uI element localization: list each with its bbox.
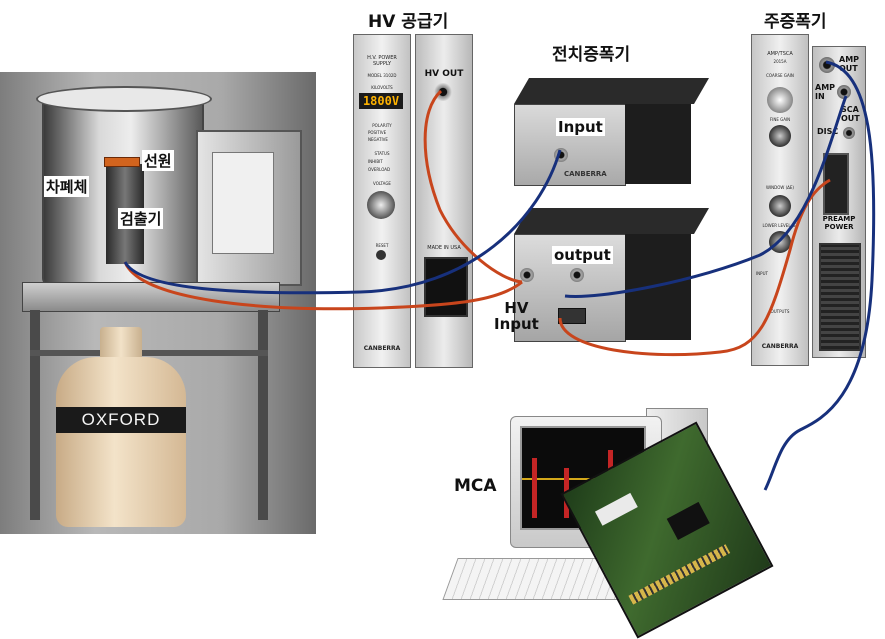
mca-label: MCA	[454, 476, 497, 496]
polarity-label: POLARITY	[372, 123, 392, 128]
amp-panel-model: 2015A	[773, 59, 787, 64]
stand-crossbar	[30, 350, 268, 356]
main-amp-rear: AMP OUT AMP IN SCA OUT DISC PREAMP POWER	[812, 46, 866, 358]
coarse-gain-label: COARSE GAIN	[766, 73, 794, 78]
preamp-hv-input-connector[interactable]	[520, 268, 534, 282]
fine-gain-knob[interactable]	[769, 125, 791, 147]
amp-out-label: AMP OUT	[839, 55, 860, 73]
preamp-power-label: PREAMP POWER	[822, 215, 856, 231]
inhibit-label: INHIBIT	[368, 159, 383, 164]
dewar-label-band	[56, 407, 186, 433]
preamp-output-label: output	[552, 246, 613, 264]
amp-panel-title: AMP/TSCA	[767, 51, 793, 57]
main-amp-title: 주증폭기	[764, 12, 827, 32]
input-port-label: INPUT	[756, 271, 768, 276]
preamp-power-connector[interactable]	[558, 308, 586, 324]
preamp-input-label: Input	[556, 118, 605, 136]
window-label: WINDOW (ΔE)	[766, 185, 794, 190]
computer	[440, 408, 774, 639]
preamp-input-connector[interactable]	[554, 148, 568, 162]
hv-supply-title: HV 공급기	[368, 12, 449, 32]
reset-button[interactable]	[376, 250, 386, 260]
rear-power-connector	[819, 243, 861, 351]
hv-panel-brand: CANBERRA	[363, 345, 401, 352]
amp-out-connector[interactable]	[819, 57, 835, 73]
hv-supply-rear: HV OUT MADE IN USA	[415, 34, 473, 368]
status-label: STATUS	[374, 151, 390, 156]
hv-panel-model: MODEL 3102D	[367, 73, 397, 78]
dewar-body	[56, 357, 186, 527]
hv-out-label: HV OUT	[424, 69, 464, 79]
positive-label: POSITIVE	[368, 130, 387, 135]
fine-gain-label: FINE GAIN	[769, 117, 791, 122]
made-in-usa-label: MADE IN USA	[427, 245, 461, 251]
source-marker	[104, 157, 140, 167]
preamp-title: 전치증폭기	[552, 45, 631, 65]
reset-label: RESET	[375, 243, 389, 248]
window-knob[interactable]	[769, 195, 791, 217]
base-plate	[22, 282, 280, 312]
negative-label: NEGATIVE	[368, 137, 388, 142]
shield-label: 차폐체	[44, 176, 90, 197]
lower-level-label: LOWER LEVEL (E)	[762, 223, 798, 228]
outputs-label: OUTPUTS	[770, 309, 790, 314]
shield-top	[36, 86, 212, 112]
amp-in-label: AMP IN	[815, 83, 836, 101]
kilovolts-label: KILOVOLTS	[371, 85, 393, 90]
hv-out-connector[interactable]	[434, 83, 452, 101]
door-window	[212, 152, 274, 254]
detector-label: 검출기	[118, 208, 164, 229]
hv-panel-title: H.V. POWER SUPPLY	[367, 55, 397, 67]
source-label: 선원	[142, 150, 174, 171]
hv-input-label: HV Input	[494, 299, 539, 333]
overload-label: OVERLOAD	[368, 167, 391, 172]
detector-photo: OXFORD	[0, 72, 316, 534]
lower-level-knob[interactable]	[769, 231, 791, 253]
power-connector	[424, 257, 468, 317]
amp-panel-brand: CANBERRA	[761, 343, 799, 350]
stand-leg-right	[258, 310, 268, 520]
disc-connector[interactable]	[843, 127, 855, 139]
dewar-brand: OXFORD	[81, 410, 161, 429]
preamp-top-brand: CANBERRA	[564, 170, 607, 178]
preamp-bottom-box	[514, 208, 710, 342]
disc-label: DISC	[817, 127, 839, 136]
hv-supply-front: H.V. POWER SUPPLY MODEL 3102D KILOVOLTS …	[353, 34, 411, 368]
sca-out-label: SCA OUT	[841, 105, 860, 123]
stand-leg-left	[30, 310, 40, 520]
preamp-power-socket[interactable]	[823, 153, 849, 215]
preamp-output-connector[interactable]	[570, 268, 584, 282]
main-amp-front: AMP/TSCA 2015A COARSE GAIN FINE GAIN WIN…	[751, 34, 809, 366]
voltage-display: 1800V	[359, 93, 403, 109]
amp-in-connector[interactable]	[837, 85, 851, 99]
voltage-knob[interactable]	[367, 191, 395, 219]
coarse-gain-knob[interactable]	[767, 87, 793, 113]
voltage-knob-label: VOLTAGE	[373, 181, 391, 186]
